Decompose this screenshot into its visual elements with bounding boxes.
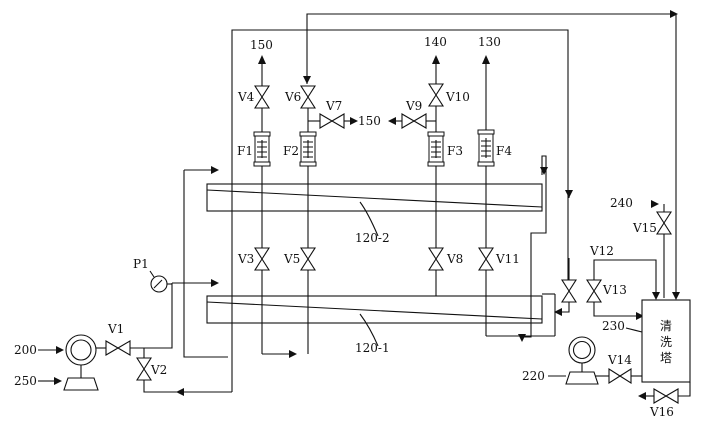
cleaning-pump-220-icon (565, 336, 599, 385)
membrane-upper-label: 120-2 (355, 231, 390, 245)
flowmeter-f4 (477, 129, 495, 167)
gauge-p1-label: P1 (133, 257, 149, 271)
tank-leader (625, 327, 643, 333)
flowmeter-f4-label: F4 (496, 144, 512, 158)
feed-pump-200-icon (63, 334, 99, 391)
pump-220-label: 220 (522, 369, 545, 383)
valve-v4-label: V4 (237, 90, 255, 104)
port-150-mid-label: 150 (358, 114, 381, 128)
port-130-label: 130 (478, 35, 501, 49)
valve-v12-label: V12 (589, 244, 614, 258)
valve-v5-label: V5 (283, 252, 300, 266)
cleaning-tank-230 (641, 299, 691, 383)
valve-v14-icon (608, 367, 632, 385)
tank-char-3: 塔 (660, 351, 672, 365)
valve-v16-icon (653, 388, 679, 404)
membrane-module-upper (206, 183, 543, 212)
port-140-label: 140 (424, 35, 447, 49)
valve-v13-label: V13 (602, 283, 627, 297)
valve-v10-label: V10 (445, 90, 470, 104)
valve-v15-icon (655, 211, 673, 235)
valve-v6-label: V6 (284, 90, 301, 104)
valve-v3-icon (253, 247, 271, 271)
valve-v7-label: V7 (325, 99, 342, 113)
valve-v8-label: V8 (446, 252, 463, 266)
valve-v3-label: V3 (237, 252, 254, 266)
valve-v5-icon (299, 247, 317, 271)
membrane-lower-label: 120-1 (355, 341, 390, 355)
tank-ref-label: 230 (602, 319, 625, 333)
flowmeter-f2-label: F2 (283, 144, 299, 158)
flowmeter-f1-label: F1 (237, 144, 253, 158)
flowmeter-f3-label: F3 (447, 144, 463, 158)
tank-char-2: 洗 (660, 335, 672, 349)
valve-v7-icon (319, 113, 345, 129)
valve-v11-label: V11 (495, 252, 520, 266)
membrane-lower-leader (359, 313, 379, 347)
pump-200-label: 200 (14, 343, 37, 357)
valve-v8-icon (427, 247, 445, 271)
valve-v16-label: V16 (649, 405, 674, 419)
port-240-label: 240 (610, 196, 633, 210)
valve-v2-icon (135, 357, 153, 381)
valve-v9-label: V9 (405, 99, 422, 113)
pressure-gauge-p1-icon (149, 270, 172, 293)
valve-v15-label: V15 (632, 221, 657, 235)
flow-arrows (54, 10, 680, 400)
valve-v9-icon (401, 113, 427, 129)
valve-v13-icon (585, 279, 603, 303)
port-150-top-label: 150 (250, 38, 273, 52)
valve-v6-icon (299, 85, 317, 109)
membrane-upper-leader (359, 201, 379, 237)
flowmeter-f1 (253, 131, 271, 167)
flowmeter-f3 (427, 131, 445, 167)
tank-char-1: 清 (660, 319, 672, 333)
valve-v4-icon (253, 85, 271, 109)
valve-v2-label: V2 (150, 363, 167, 377)
valve-v11-icon (477, 247, 495, 271)
valve-v1-icon (105, 340, 131, 356)
valve-v12-icon (560, 279, 578, 303)
valve-v14-label: V14 (607, 353, 632, 367)
valve-v10-icon (427, 83, 445, 107)
valve-v1-label: V1 (107, 322, 124, 336)
flowmeter-f2 (299, 131, 317, 167)
membrane-module-lower (206, 295, 543, 324)
port-250-label: 250 (14, 374, 37, 388)
